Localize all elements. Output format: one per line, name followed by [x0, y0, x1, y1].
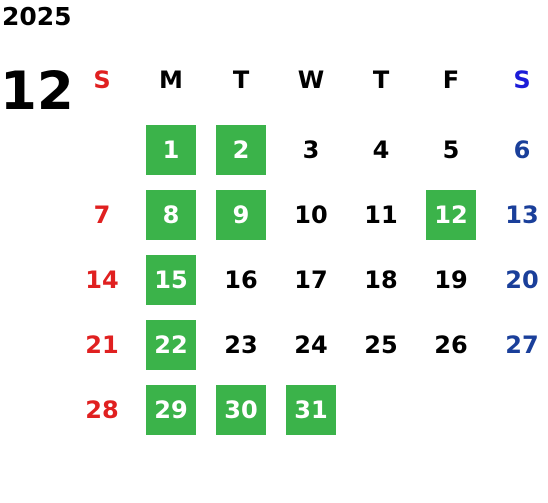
weekday-header-wed: W: [297, 66, 325, 94]
calendar-day-15[interactable]: 15: [146, 255, 196, 305]
weekday-header-tue: T: [232, 66, 250, 94]
calendar-day-26[interactable]: 26: [434, 331, 468, 359]
calendar-day-11[interactable]: 11: [364, 201, 398, 229]
calendar-month: 12: [0, 61, 74, 122]
calendar-day-2[interactable]: 2: [216, 125, 266, 175]
calendar-day-24[interactable]: 24: [294, 331, 328, 359]
calendar-day-29[interactable]: 29: [146, 385, 196, 435]
calendar-day-13[interactable]: 13: [505, 201, 539, 229]
calendar-year: 2025: [2, 2, 72, 31]
calendar-day-6[interactable]: 6: [513, 136, 531, 164]
calendar-day-20[interactable]: 20: [505, 266, 539, 294]
calendar-day-16[interactable]: 16: [224, 266, 258, 294]
weekday-header-sat: S: [513, 66, 531, 94]
calendar-day-18[interactable]: 18: [364, 266, 398, 294]
calendar-day-9[interactable]: 9: [216, 190, 266, 240]
calendar-day-27[interactable]: 27: [505, 331, 539, 359]
calendar-day-19[interactable]: 19: [434, 266, 468, 294]
weekday-header-fri: F: [442, 66, 460, 94]
calendar-day-31[interactable]: 31: [286, 385, 336, 435]
calendar-day-23[interactable]: 23: [224, 331, 258, 359]
calendar-day-10[interactable]: 10: [294, 201, 328, 229]
weekday-header-mon: M: [159, 66, 183, 94]
calendar-day-4[interactable]: 4: [372, 136, 390, 164]
calendar-day-30[interactable]: 30: [216, 385, 266, 435]
calendar-day-14[interactable]: 14: [85, 266, 119, 294]
calendar-day-12[interactable]: 12: [426, 190, 476, 240]
calendar-day-8[interactable]: 8: [146, 190, 196, 240]
weekday-header-sun: S: [93, 66, 111, 94]
calendar-day-21[interactable]: 21: [85, 331, 119, 359]
calendar-day-1[interactable]: 1: [146, 125, 196, 175]
calendar-day-28[interactable]: 28: [85, 396, 119, 424]
calendar-day-22[interactable]: 22: [146, 320, 196, 370]
weekday-header-thu: T: [372, 66, 390, 94]
calendar-day-17[interactable]: 17: [294, 266, 328, 294]
calendar-day-25[interactable]: 25: [364, 331, 398, 359]
calendar-day-5[interactable]: 5: [442, 136, 460, 164]
calendar-day-3[interactable]: 3: [302, 136, 320, 164]
calendar-day-7[interactable]: 7: [93, 201, 111, 229]
